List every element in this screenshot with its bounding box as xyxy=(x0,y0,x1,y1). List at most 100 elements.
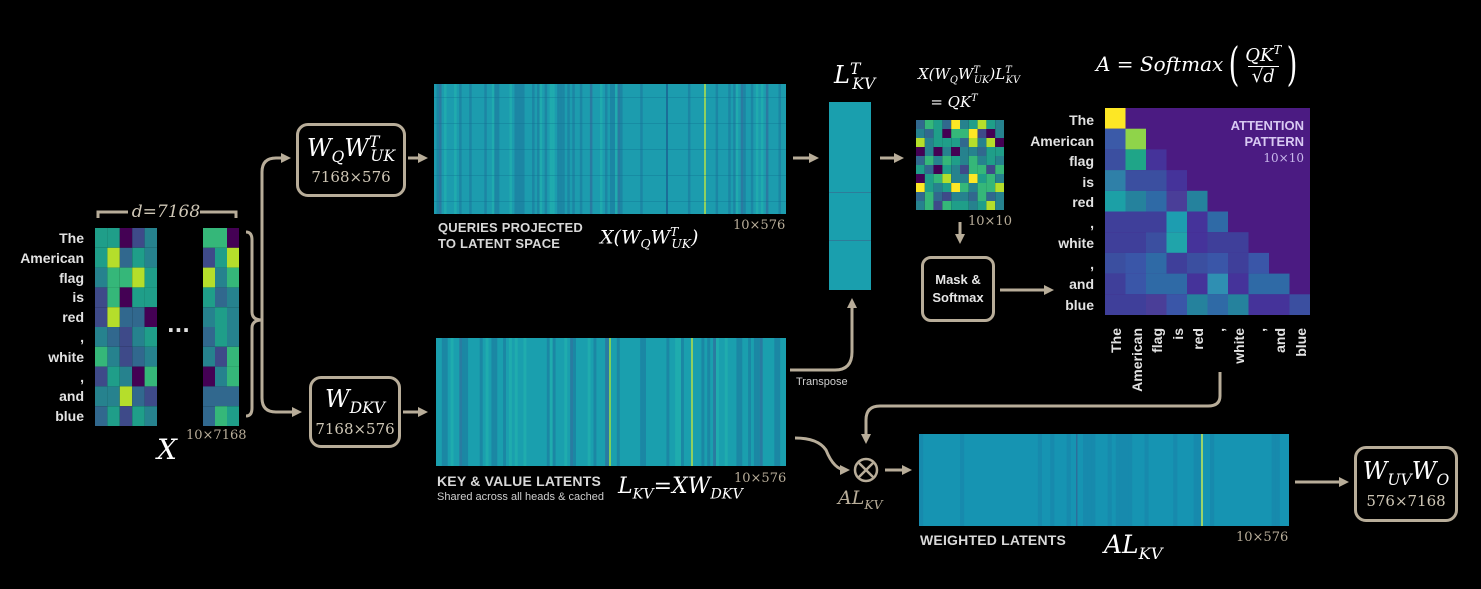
qk-cell xyxy=(977,165,987,174)
wuv-wo-dims: 576×7168 xyxy=(1366,491,1446,510)
kv-sublabel: Shared across all heads & cached xyxy=(437,491,604,503)
qk-cell xyxy=(986,147,996,156)
qk-formula: X(WQWTUK)LTKV = QKT xyxy=(917,65,1021,111)
attn-row-label: red xyxy=(1072,194,1094,210)
attn-row-label: white xyxy=(1058,235,1094,251)
attn-cell xyxy=(1146,170,1167,191)
qk-cell xyxy=(916,129,925,138)
attn-cell xyxy=(1228,252,1249,274)
qk-cell xyxy=(916,156,925,165)
w-stripe xyxy=(960,434,965,526)
mask-softmax-box[interactable]: Mask & Softmax xyxy=(921,256,995,322)
q-stripe xyxy=(552,84,555,214)
w-stripe xyxy=(1083,434,1088,526)
x-cell xyxy=(107,228,120,248)
qk-cell xyxy=(933,174,943,183)
q-stripe xyxy=(755,84,759,214)
weighted-dims: 10×576 xyxy=(1236,530,1289,545)
qk-cell xyxy=(942,165,952,174)
attn-row-label: , xyxy=(1090,255,1094,272)
attn-cell xyxy=(1269,273,1290,295)
x-cell xyxy=(227,267,239,288)
qk-cell xyxy=(968,165,978,174)
kv-stripe xyxy=(643,338,646,466)
qk-cell xyxy=(995,201,1004,210)
qk-cell xyxy=(924,138,934,147)
qk-cell xyxy=(942,147,952,156)
attn-cell xyxy=(1269,294,1290,315)
w-stripe xyxy=(1124,434,1129,526)
x-cell xyxy=(132,228,145,248)
q-stripe xyxy=(544,84,548,214)
qk-cell xyxy=(942,129,952,138)
q-row xyxy=(434,201,786,202)
x-cell xyxy=(227,327,239,347)
q-stripe xyxy=(559,84,563,214)
lkvt-var: LTKV xyxy=(834,60,876,93)
multiply-label: ALKV xyxy=(838,487,883,512)
qk-cell xyxy=(977,201,987,210)
attn-cell xyxy=(1166,294,1187,315)
x-cell xyxy=(227,366,239,387)
qk-cell xyxy=(924,147,934,156)
x-cell xyxy=(132,307,145,327)
qk-cell xyxy=(960,201,969,210)
kv-stripe xyxy=(774,338,778,466)
x-cell xyxy=(132,327,145,347)
x-cell xyxy=(119,247,133,268)
q-stripe xyxy=(615,84,618,214)
kv-stripe xyxy=(640,338,644,466)
input-token-label: white xyxy=(48,348,84,365)
queries-latent-matrix xyxy=(434,84,786,214)
x-cell xyxy=(227,386,239,407)
qk-cell xyxy=(933,120,943,129)
kv-stripe xyxy=(441,338,445,466)
attn-cell xyxy=(1166,170,1187,191)
kv-stripe xyxy=(564,338,568,466)
q-stripe xyxy=(514,84,517,214)
q-stripe xyxy=(740,84,744,214)
qk-cell xyxy=(960,147,969,156)
qk-cell xyxy=(977,147,987,156)
queries-formula: X(WQWTUK) xyxy=(600,225,699,252)
attn-col-label: white xyxy=(1231,328,1247,364)
q-stripe xyxy=(484,84,487,214)
kv-stripe xyxy=(748,338,751,466)
x-cell xyxy=(107,307,120,327)
x-cell xyxy=(132,287,145,308)
kv-stripe xyxy=(546,338,550,466)
qk-cell xyxy=(977,183,987,192)
q-row xyxy=(434,175,786,176)
x-cell xyxy=(119,366,133,387)
attn-row-label: , xyxy=(1090,214,1094,231)
kv-label: KEY & VALUE LATENTS xyxy=(437,473,602,489)
wq-wuk-box[interactable]: WQWTUK 7168×576 xyxy=(296,123,406,197)
q-stripe xyxy=(522,84,525,214)
attn-row-label: blue xyxy=(1065,296,1094,313)
wdkv-box[interactable]: WDKV 7168×576 xyxy=(309,376,401,448)
attn-row-label: The xyxy=(1069,112,1094,128)
qk-cell xyxy=(986,138,996,147)
w-stripe xyxy=(1050,434,1055,526)
x-cell xyxy=(215,366,227,387)
weighted-latents-matrix xyxy=(919,434,1289,526)
qk-cell xyxy=(986,156,996,165)
qk-cell xyxy=(951,138,960,147)
attn-cell xyxy=(1166,190,1187,212)
attn-cell xyxy=(1146,273,1167,295)
q-stripe xyxy=(567,84,570,214)
qk-cell xyxy=(977,156,987,165)
attn-cell xyxy=(1248,273,1269,295)
x-cell xyxy=(203,386,215,407)
weighted-label: WEIGHTED LATENTS xyxy=(920,532,1067,548)
input-token-label: and xyxy=(59,388,84,405)
x-cell xyxy=(107,247,120,268)
x-cell xyxy=(227,247,239,268)
attn-formula: A = Softmax ( QKT √d ) xyxy=(1096,36,1298,91)
kv-formula: LKV=XWDKV xyxy=(618,474,743,503)
q-stripe xyxy=(557,84,560,214)
wuv-wo-box[interactable]: WUVWO 576×7168 xyxy=(1354,446,1458,522)
qk-cell xyxy=(916,120,925,129)
x-cell xyxy=(132,247,145,268)
x-cell xyxy=(132,406,145,426)
